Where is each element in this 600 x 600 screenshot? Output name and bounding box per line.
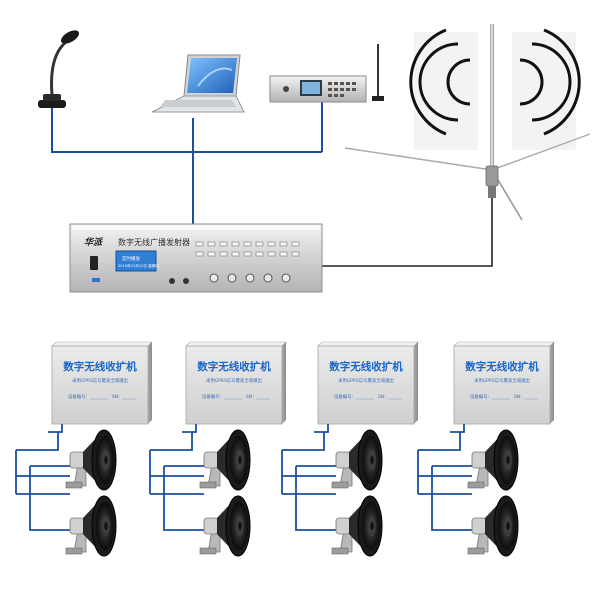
horn-speaker-icon xyxy=(65,429,117,491)
receiver-title: 数字无线收扩机 xyxy=(196,360,271,373)
antenna-icon xyxy=(344,24,591,221)
receiver-units: 数字无线收扩机采用GPRS信号覆盖全城播出设备编号：SN：数字无线收扩机采用GP… xyxy=(51,341,555,425)
receiver-title: 数字无线收扩机 xyxy=(62,360,137,373)
receiver-sn-label: SN： xyxy=(112,394,122,400)
receiver-subtitle: 采用GPRS信号覆盖全城播出 xyxy=(72,377,128,384)
speaker-group-2 xyxy=(149,424,251,557)
receiver-title: 数字无线收扩机 xyxy=(328,360,403,373)
connection-wires xyxy=(51,102,493,267)
microphone-icon xyxy=(38,30,80,108)
controller-icon xyxy=(269,44,384,103)
receiver-subtitle: 采用GPRS信号覆盖全城播出 xyxy=(206,377,262,384)
radio-wave-icon xyxy=(409,28,581,150)
wire-transmitter-antenna xyxy=(322,198,493,267)
receiver-subtitle: 采用GPRS信号覆盖全城播出 xyxy=(338,377,394,384)
front-panel-buttons xyxy=(195,241,300,257)
horn-speaker-icon xyxy=(467,429,519,491)
transmitter-brand: 华派 xyxy=(84,237,104,248)
horn-speaker-icon xyxy=(199,429,251,491)
volume-knobs xyxy=(209,273,291,283)
horn-speaker-icon xyxy=(65,495,117,557)
receiver-serial-label: 设备编号： xyxy=(202,393,224,400)
transmitter-title: 数字无线广播发射器 xyxy=(118,237,190,247)
horn-speaker-icon xyxy=(331,429,383,491)
receiver-subtitle: 采用GPRS信号覆盖全城播出 xyxy=(474,377,530,384)
laptop-icon xyxy=(151,54,245,113)
receiver-title: 数字无线收扩机 xyxy=(464,360,539,373)
receiver-sn-label: SN： xyxy=(378,394,388,400)
speaker-group-4 xyxy=(417,424,519,557)
speaker-groups xyxy=(15,424,519,557)
transmitter-unit: 华派 数字无线广播发射器 定时播放 2015年12月10日 星期四 xyxy=(69,223,323,293)
lcd-line-2: 2015年12月10日 星期四 xyxy=(118,263,159,268)
speaker-group-3 xyxy=(281,424,383,557)
receiver-sn-label: SN： xyxy=(514,394,524,400)
horn-speaker-icon xyxy=(467,495,519,557)
receiver-serial-label: 设备编号： xyxy=(470,393,492,400)
input-jack-2 xyxy=(183,278,189,284)
receiver-sn-label: SN： xyxy=(246,394,256,400)
receiver-serial-label: 设备编号： xyxy=(334,393,356,400)
wire-microphone xyxy=(51,108,322,153)
horn-speaker-icon xyxy=(199,495,251,557)
lcd-line-1: 定时播放 xyxy=(122,255,140,262)
speaker-group-1 xyxy=(15,424,117,557)
horn-speaker-icon xyxy=(331,495,383,557)
receiver-serial-label: 设备编号： xyxy=(68,393,90,400)
input-jack-1 xyxy=(169,278,175,284)
